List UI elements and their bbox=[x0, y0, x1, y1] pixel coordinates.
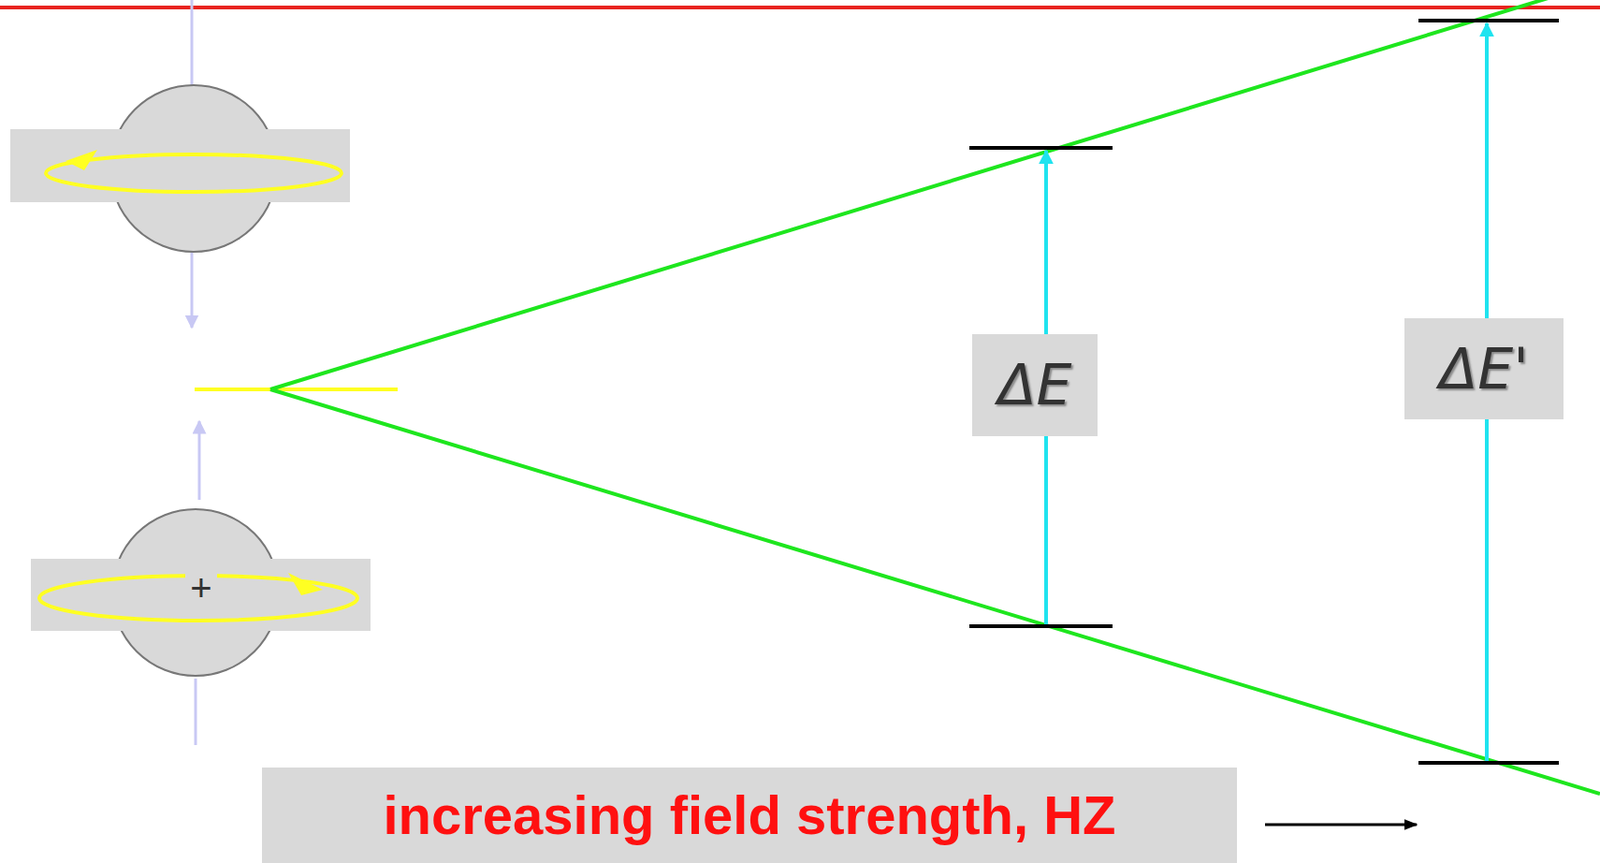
spin-up-nucleus bbox=[10, 0, 350, 328]
node-text: increasing field strength, HZ bbox=[382, 785, 1116, 845]
upper-energy-line bbox=[270, 0, 1600, 390]
direction-arrow bbox=[1265, 823, 1417, 827]
node-text: ΔE bbox=[998, 353, 1073, 416]
charge-sign: + bbox=[185, 565, 218, 611]
axis-caption: increasing field strength, HZ bbox=[261, 767, 1237, 863]
title-rule bbox=[0, 5, 1600, 10]
lower-energy-line bbox=[270, 389, 1600, 794]
zero-field-level bbox=[194, 387, 398, 392]
node-text: + bbox=[189, 567, 212, 609]
energy-level bbox=[1418, 760, 1559, 765]
energy-level bbox=[969, 624, 1113, 628]
node-text: ΔE' bbox=[1439, 337, 1528, 400]
delta-e-prime-label: ΔE' bbox=[1404, 318, 1564, 420]
energy-level bbox=[1418, 18, 1559, 23]
spin-down-nucleus bbox=[30, 421, 371, 745]
delta-e-label: ΔE bbox=[972, 334, 1098, 437]
energy-level bbox=[969, 145, 1113, 150]
